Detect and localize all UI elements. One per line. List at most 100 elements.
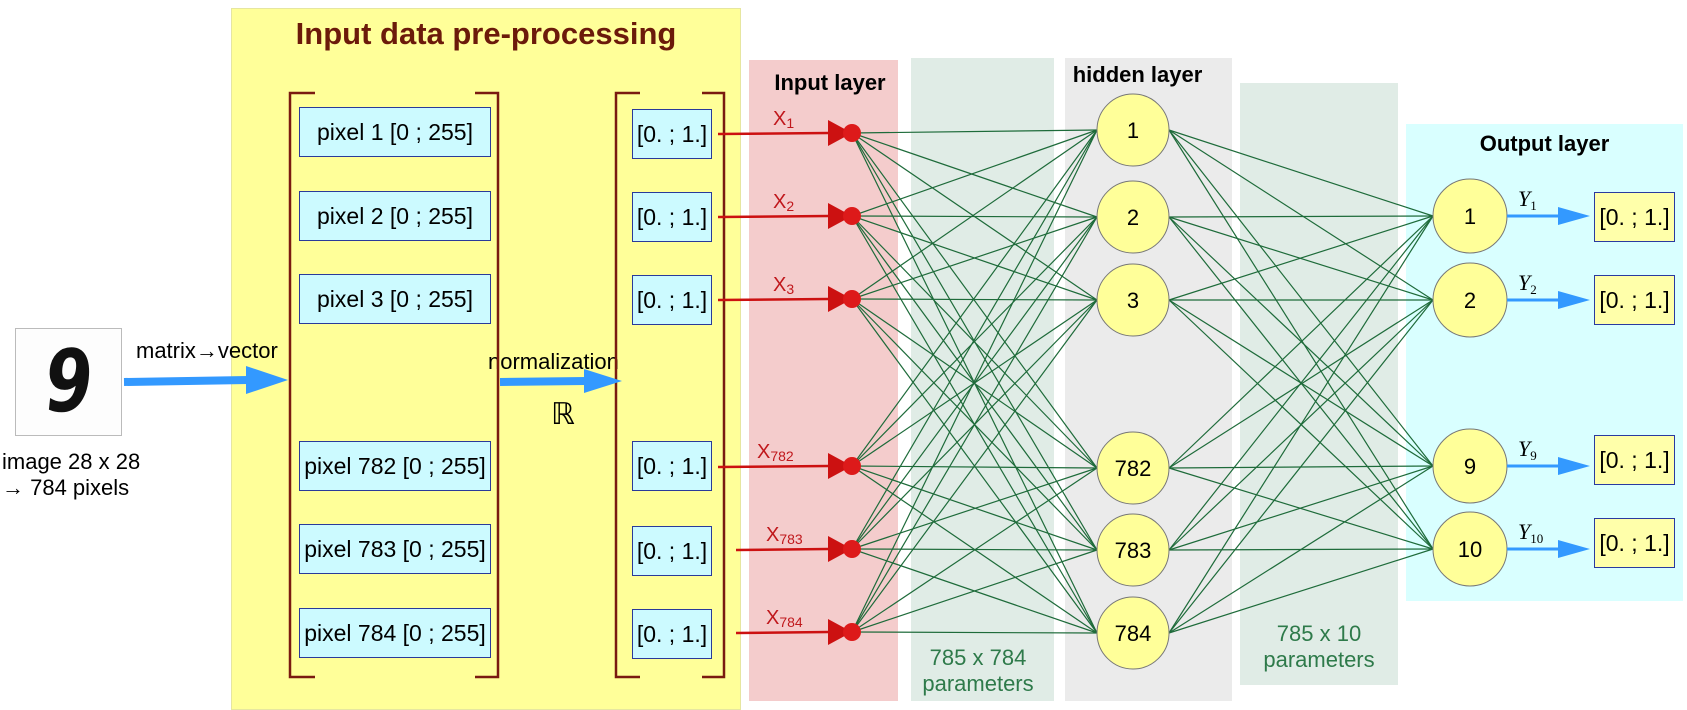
input-node xyxy=(843,457,861,475)
matrix-vector-arrow xyxy=(123,366,288,394)
output-value-box: [0. ; 1.] xyxy=(1594,435,1675,485)
connection-line xyxy=(1168,215,1434,551)
param-2-line2: parameters xyxy=(1263,647,1375,672)
param-1-line1: 785 x 784 xyxy=(929,645,1027,670)
connection-line xyxy=(851,129,1098,217)
connection-line xyxy=(851,215,1098,218)
normalization-label: normalization xyxy=(488,349,619,374)
output-arrowhead xyxy=(1558,457,1590,475)
connections-layer xyxy=(851,129,1434,634)
connection-line xyxy=(851,467,1098,633)
output-node-label: 10 xyxy=(1458,537,1482,562)
input-layer-title: Input layer xyxy=(774,70,886,95)
input-arrow xyxy=(717,464,829,469)
connection-line xyxy=(1168,465,1434,634)
hidden-node-label: 784 xyxy=(1115,621,1152,646)
output-y-label: Y1 xyxy=(1518,186,1537,213)
image-caption-line2: → 784 pixels xyxy=(2,475,130,500)
hidden-node xyxy=(1096,93,1170,167)
input-arrow xyxy=(735,547,829,552)
input-arrowhead xyxy=(828,120,852,146)
connection-line xyxy=(1168,465,1434,551)
hidden-node xyxy=(1096,431,1170,505)
input-node xyxy=(843,290,861,308)
input-arrowhead xyxy=(828,286,852,312)
pixel-box: pixel 1 [0 ; 255] xyxy=(299,107,491,157)
output-arrowhead xyxy=(1558,291,1590,309)
connection-line xyxy=(851,129,1098,134)
param-1-line2: parameters xyxy=(922,671,1034,696)
input-node xyxy=(843,124,861,142)
hidden-layer-title: hidden layer xyxy=(1072,62,1203,87)
connection-line xyxy=(851,299,1098,633)
input-node xyxy=(843,207,861,225)
hidden-node xyxy=(1096,513,1170,587)
preprocessing-title: Input data pre-processing xyxy=(295,16,677,51)
connection-line xyxy=(1168,129,1434,301)
pixel-box: pixel 3 [0 ; 255] xyxy=(299,274,491,324)
matrix-vector-label: matrix→vector xyxy=(136,338,278,363)
output-layer-title: Output layer xyxy=(1479,131,1610,156)
normalized-box: [0. ; 1.] xyxy=(632,192,712,242)
normalized-vector-bracket xyxy=(614,91,726,679)
input-x-label: X1 xyxy=(773,108,794,131)
output-arrowhead xyxy=(1558,540,1590,558)
connection-line xyxy=(851,467,1098,550)
pixel-box: pixel 782 [0 ; 255] xyxy=(299,441,491,491)
pixel-box: pixel 784 [0 ; 255] xyxy=(299,608,491,658)
normalized-box: [0. ; 1.] xyxy=(632,441,712,491)
hidden-node xyxy=(1096,180,1170,254)
param-label-1: 785 x 784 parameters xyxy=(905,645,1051,697)
hidden-node-label: 782 xyxy=(1115,456,1152,481)
connection-line xyxy=(851,298,1098,301)
connection-line xyxy=(851,216,1098,467)
connection-line xyxy=(851,216,1098,300)
hidden-node-label: 3 xyxy=(1127,288,1139,313)
normalized-box: [0. ; 1.] xyxy=(632,275,712,325)
image-caption-line1: image 28 x 28 xyxy=(2,449,141,474)
input-x-label: X3 xyxy=(773,274,794,297)
connection-line xyxy=(1168,129,1434,217)
input-node xyxy=(843,540,861,558)
output-node-label: 9 xyxy=(1464,454,1476,479)
connection-line xyxy=(851,132,1098,218)
input-arrowhead xyxy=(828,619,852,645)
param-2-line1: 785 x 10 xyxy=(1276,621,1362,646)
input-x-label: X782 xyxy=(757,441,794,464)
connection-line xyxy=(851,129,1098,550)
input-arrowhead xyxy=(828,203,852,229)
input-x-label: X784 xyxy=(766,607,803,630)
connection-line xyxy=(1168,215,1434,218)
output-y-label: Y9 xyxy=(1518,436,1537,463)
connection-line xyxy=(1168,299,1434,634)
connection-line xyxy=(1168,129,1434,550)
normalization-arrow xyxy=(499,369,622,393)
connection-line xyxy=(1168,215,1434,634)
input-arrow xyxy=(735,630,829,635)
connection-line xyxy=(851,549,1098,633)
output-value-box: [0. ; 1.] xyxy=(1594,275,1675,325)
hidden-layer-panel xyxy=(1065,58,1232,701)
connection-line xyxy=(851,216,1098,550)
connection-line xyxy=(1168,215,1434,469)
connection-line xyxy=(1168,299,1434,469)
connection-line xyxy=(851,129,1098,300)
output-node-label: 1 xyxy=(1464,204,1476,229)
input-x-label: X783 xyxy=(766,524,803,547)
connection-line xyxy=(1168,215,1434,301)
output-node-label: 2 xyxy=(1464,288,1476,313)
image-caption: image 28 x 28 → 784 pixels xyxy=(2,449,140,501)
connection-line xyxy=(851,216,1098,633)
output-value-box: [0. ; 1.] xyxy=(1594,192,1675,242)
output-y-label: Y2 xyxy=(1518,270,1537,297)
input-x-label: X2 xyxy=(773,191,794,214)
input-arrow xyxy=(717,131,829,136)
connection-line xyxy=(851,631,1098,634)
connection-line xyxy=(1168,548,1434,634)
normalized-box: [0. ; 1.] xyxy=(632,109,712,159)
mnist-digit-image: 9 xyxy=(15,328,122,436)
param-label-2: 785 x 10 parameters xyxy=(1240,621,1398,673)
normalized-box: [0. ; 1.] xyxy=(632,609,712,659)
